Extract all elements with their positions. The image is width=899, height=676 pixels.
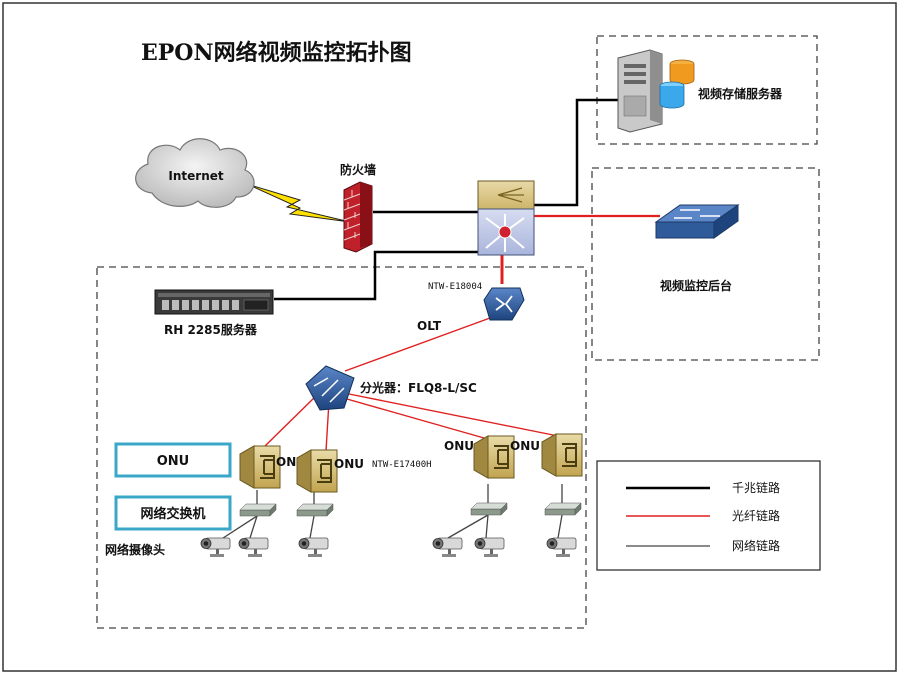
link-splitter-onu-4 [348,393,559,437]
mini-switch-icon [296,503,334,517]
firewall-node: 防火墙 [340,162,376,253]
backend-group-box [591,167,820,361]
fiber-links [263,214,660,452]
monitor-backend-node: 视频监控后台 [654,204,740,293]
link-core-rh-server [274,250,478,301]
cloud-icon [135,138,255,208]
splitter-label: 分光器：FLQ8-L/SC [360,380,477,395]
link-splitter-onu-3 [346,398,485,439]
legend: 千兆链路 光纤链路 网络链路 [596,460,821,571]
storage-server-label: 视频存储服务器 [698,86,783,101]
onu-label-2: ONU [334,457,364,471]
onu-label-4: ONU [510,439,540,453]
olt-icon [483,287,525,321]
onu-icon [473,435,515,479]
switch-side-box-label: 网络交换机 [140,506,205,522]
splitter-node: 分光器：FLQ8-L/SC [305,365,477,411]
link-olt-splitter [344,317,491,372]
core-switch-node [477,180,535,256]
firewall-icon [343,181,373,253]
gigabit-links [274,98,618,301]
access-group-box [96,266,587,629]
storage-server-node: 视频存储服务器 [617,49,783,133]
server-storage-icon [617,49,695,133]
mini-switch-icon [470,502,508,516]
rack-server-icon [154,289,274,315]
legend-label-network: 网络链路 [732,538,780,553]
onu-icon [239,445,281,489]
olt-label: OLT [417,319,442,333]
rh-server-label: RH 2285服务器 [164,322,258,337]
onu-icon [541,433,583,477]
switch-side-box: 网络交换机 [114,495,232,531]
switch-icon [654,204,740,239]
onu-side-box: ONU [114,442,232,478]
internet-cloud: Internet [135,138,255,208]
onu-device-4: ONU [510,433,583,477]
mini-switch-icon [239,503,277,517]
onu-device-3: ONU [444,435,515,479]
link-core-storage [533,98,618,207]
onu-label-3: ONU [444,439,474,453]
onu-device-2: ONU [296,449,364,493]
olt-node: NTW-E18004 OLT [417,282,525,333]
link-splitter-onu-1 [263,393,319,448]
storage-group-box [596,35,818,145]
onu-model-label: NTW-E17400H [372,460,432,470]
camera-label: 网络摄像头 [105,542,165,557]
firewall-label: 防火墙 [340,162,376,177]
mini-switch-icon [544,502,582,516]
olt-model-label: NTW-E18004 [428,282,482,292]
rh-server-node: RH 2285服务器 [154,289,274,337]
splitter-icon [305,365,355,411]
monitor-backend-label: 视频监控后台 [660,278,732,293]
diagram-title: EPON网络视频监控拓扑图 [141,40,412,66]
onu-icon [296,449,338,493]
core-switch-icon [477,180,535,256]
onu-side-box-label: ONU [157,454,190,469]
legend-label-fiber: 光纤链路 [732,508,780,523]
legend-label-gigabit: 千兆链路 [732,480,780,495]
internet-label: Internet [168,169,223,183]
